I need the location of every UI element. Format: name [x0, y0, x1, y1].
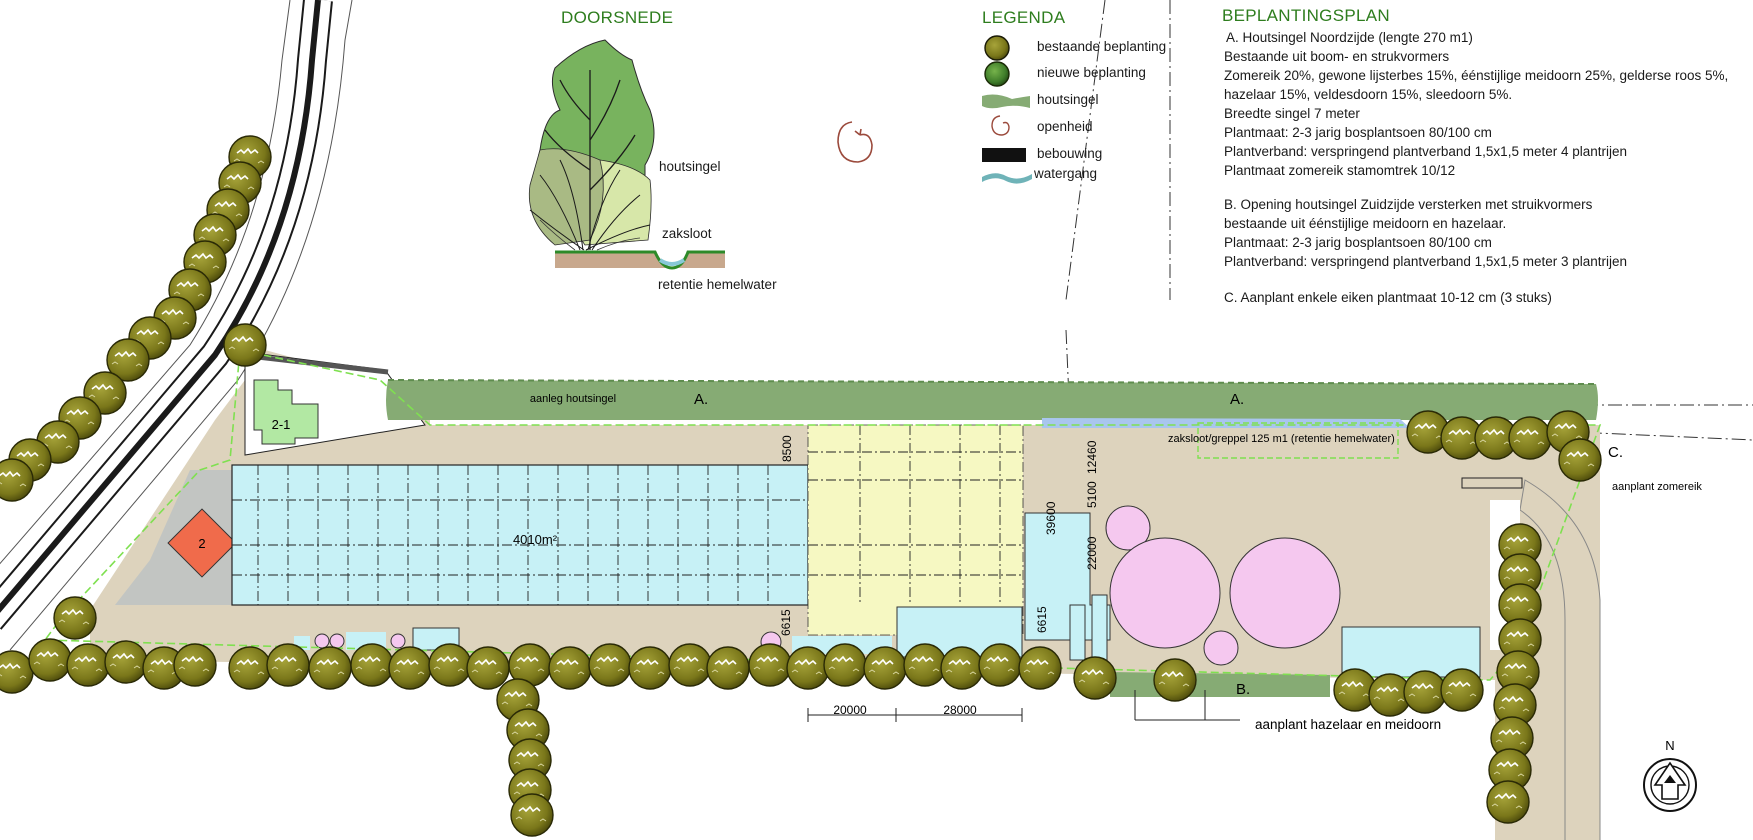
dim-8500: 8500 — [780, 435, 794, 462]
dim-39600: 39600 — [1044, 501, 1058, 535]
building-2 — [167, 508, 237, 578]
building-2-1 — [253, 379, 319, 445]
oak-label: aanplant zomereik — [1612, 481, 1702, 493]
plot-boundary — [43, 349, 1602, 681]
new-tree-icon — [984, 61, 1010, 87]
plan-a-line-8: Plantmaat zomereik stamomtrek 10/12 — [1224, 163, 1456, 178]
plan-a-line-2: Bestaande uit boom- en strukvormers — [1224, 49, 1450, 64]
hedgerow-north — [386, 380, 1598, 420]
legend-item-watercourse: watergang — [1034, 166, 1098, 181]
dim-6615-west: 6615 — [779, 609, 793, 636]
greenhouse-area: 4010m² — [513, 532, 558, 547]
ditch-north — [1197, 422, 1399, 459]
greenhouse-grid — [232, 465, 808, 605]
greenhouse-extension — [807, 424, 1024, 636]
ditch-label: zaksloot/greppel 125 m1 (retentie hemelw… — [1168, 433, 1395, 445]
plan-c-line: C. Aanplant enkele eiken plantmaat 10-12… — [1224, 290, 1552, 305]
extension-grid — [808, 425, 1023, 605]
plan-a-line-4: hazelaar 15%, veldesdoorn 15%, sleedoorn… — [1224, 87, 1513, 102]
building-small-a — [1069, 604, 1086, 661]
dim-12460: 12460 — [1085, 440, 1099, 474]
hazel-label: aanplant hazelaar en meidoorn — [1255, 717, 1441, 732]
plan-a-line-3: Zomereik 20%, gewone lijsterbes 15%, één… — [1224, 68, 1729, 83]
building-small-b — [1091, 594, 1108, 661]
dim-28000: 28000 — [943, 703, 977, 717]
building-icon — [982, 148, 1026, 162]
section-label-retentie: retentie hemelwater — [658, 277, 777, 292]
water-tank-large-west — [1109, 537, 1221, 649]
existing-tree-icon — [984, 35, 1010, 61]
legend-item-hedgerow: houtsingel — [1037, 92, 1099, 107]
plan-a-line-1: A. Houtsingel Noordzijde (lengte 270 m1) — [1226, 30, 1473, 45]
legend-title: LEGENDA — [982, 8, 1066, 27]
hedgerow-label: aanleg houtsingel — [530, 393, 616, 405]
legend-symbols — [982, 35, 1032, 184]
greenhouse — [231, 464, 809, 606]
legend-item-building: bebouwing — [1037, 146, 1103, 161]
legend-item-existing: bestaande beplanting — [1037, 39, 1167, 54]
plan-b-line-1: B. Opening houtsingel Zuidzijde versterk… — [1224, 197, 1593, 212]
dim-5100: 5100 — [1085, 481, 1099, 508]
hedgerow-south — [1110, 672, 1330, 697]
dimension-lines — [807, 690, 1240, 722]
plan-a-line-5: Breedte singel 7 meter — [1224, 106, 1360, 121]
cross-section-drawing — [528, 39, 725, 270]
north-label: N — [1665, 738, 1674, 753]
section-title: DOORSNEDE — [561, 8, 674, 27]
water-tank-small — [1105, 505, 1151, 551]
hedgerow-icon — [982, 94, 1030, 109]
zone-a-east: A. — [1230, 391, 1244, 408]
legend-item-new: nieuwe beplanting — [1037, 65, 1146, 80]
watercourse-icon — [982, 173, 1032, 184]
building-2-label: 2 — [198, 536, 205, 551]
plan-a-line-7: Plantverband: verspringend plantverband … — [1224, 144, 1628, 159]
water-tank-large-east — [1229, 537, 1341, 649]
dim-6615-east: 6615 — [1035, 606, 1049, 633]
dim-20000: 20000 — [833, 703, 867, 717]
north-arrow — [1643, 758, 1697, 812]
plan-b-line-4: Plantverband: verspringend plantverband … — [1224, 254, 1628, 269]
water-tank-small-south — [1203, 630, 1239, 666]
openness-icon-map — [837, 121, 873, 163]
plan-b-line-3: Plantmaat: 2-3 jarig bosplantsoen 80/100… — [1224, 235, 1492, 250]
road-to-farm — [1519, 479, 1601, 840]
zone-c: C. — [1608, 444, 1623, 461]
building-block-east — [1024, 512, 1111, 641]
trees-lane — [496, 678, 554, 837]
openness-icon — [991, 115, 1010, 136]
section-label-houtsingel: houtsingel — [659, 159, 721, 174]
dim-22000: 22000 — [1085, 536, 1099, 570]
plan-b-line-2: bestaande uit éénstijlige meidoorn en ha… — [1224, 216, 1507, 231]
zone-b: B. — [1236, 681, 1250, 698]
building-2-1-label: 2-1 — [272, 417, 291, 432]
section-label-zaksloot: zaksloot — [662, 226, 712, 241]
plan-a-line-6: Plantmaat: 2-3 jarig bosplantsoen 80/100… — [1224, 125, 1492, 140]
zone-a-west: A. — [694, 391, 708, 408]
plan-title: BEPLANTINGSPLAN — [1222, 6, 1390, 25]
building-southeast — [1341, 626, 1481, 678]
legend-item-openness: openheid — [1037, 119, 1093, 134]
